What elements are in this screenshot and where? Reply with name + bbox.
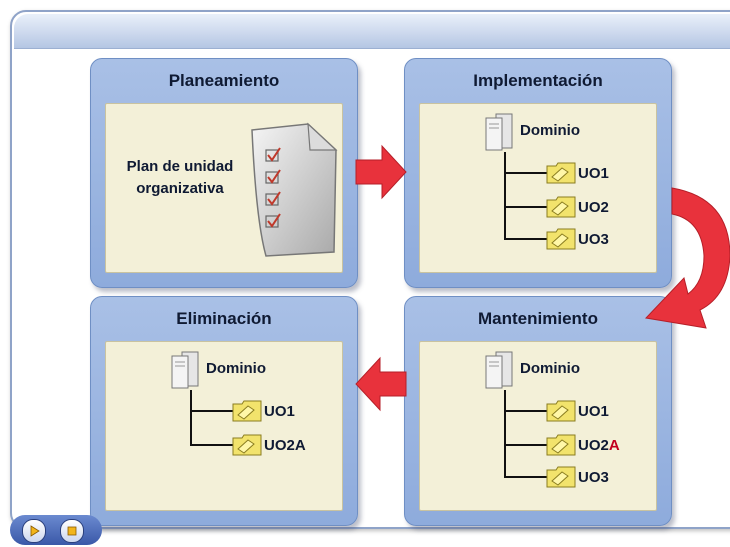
ou-label: UO3 — [578, 231, 609, 248]
play-icon[interactable] — [22, 519, 46, 543]
panel-title: Implementación — [473, 71, 603, 90]
panel-planning: Planeamiento Plan de unidad organizativa — [90, 58, 358, 288]
tree-line — [504, 410, 548, 412]
panel-title: Planeamiento — [168, 71, 280, 90]
plan-label-line2: organizativa — [136, 180, 224, 197]
panel-deletion: Eliminación Dominio UO1 UO2A — [90, 296, 358, 526]
tree-line — [504, 206, 548, 208]
folder-icon — [232, 434, 262, 456]
tree-line — [504, 476, 548, 478]
ou-label-prefix: UO2 — [578, 437, 609, 454]
ou-label: UO1 — [578, 165, 609, 182]
server-icon — [171, 351, 199, 389]
tree-line — [504, 444, 548, 446]
tree-line — [504, 390, 506, 476]
panel-title: Mantenimiento — [478, 309, 598, 328]
slide-header-bar — [14, 14, 730, 49]
tree-line — [190, 444, 234, 446]
ou-label: UO1 — [264, 403, 295, 420]
panel-content: Dominio UO1 UO2A UO3 — [419, 341, 657, 511]
server-icon — [485, 351, 513, 389]
arrow-curved-down — [644, 187, 730, 329]
tree-line — [190, 390, 192, 444]
folder-icon — [546, 162, 576, 184]
panel-content: Dominio UO1 UO2 UO3 — [419, 103, 657, 273]
plan-label-line1: Plan de unidad — [126, 158, 234, 175]
ou-label-suffix: A — [608, 437, 620, 454]
domain-label: Dominio — [206, 360, 266, 377]
nav-controls — [10, 515, 102, 545]
tree-line — [504, 172, 548, 174]
folder-icon — [546, 400, 576, 422]
folder-icon — [546, 466, 576, 488]
folder-icon — [232, 400, 262, 422]
document-checklist-icon — [251, 122, 338, 257]
plan-label: Plan de unidad organizativa — [120, 156, 240, 200]
ou-label: UO2A — [264, 437, 306, 454]
tree-line — [504, 152, 506, 238]
arrow-left — [355, 356, 407, 412]
stop-icon[interactable] — [60, 519, 84, 543]
panel-content: Plan de unidad organizativa — [105, 103, 343, 273]
panel-content: Dominio UO1 UO2A — [105, 341, 343, 511]
ou-label-modified: UO2A — [578, 437, 620, 455]
ou-label: UO3 — [578, 469, 609, 486]
tree-line — [190, 410, 234, 412]
panel-maintenance: Mantenimiento Dominio UO1 UO2A UO3 — [404, 296, 672, 526]
folder-icon — [546, 434, 576, 456]
panel-implementation: Implementación Dominio UO1 UO2 UO3 — [404, 58, 672, 288]
domain-label: Dominio — [520, 122, 580, 139]
panel-title: Eliminación — [176, 309, 272, 328]
domain-label: Dominio — [520, 360, 580, 377]
ou-label: UO2 — [578, 199, 609, 216]
ou-label: UO1 — [578, 403, 609, 420]
tree-line — [504, 238, 548, 240]
folder-icon — [546, 196, 576, 218]
folder-icon — [546, 228, 576, 250]
server-icon — [485, 113, 513, 151]
arrow-right — [355, 144, 407, 200]
